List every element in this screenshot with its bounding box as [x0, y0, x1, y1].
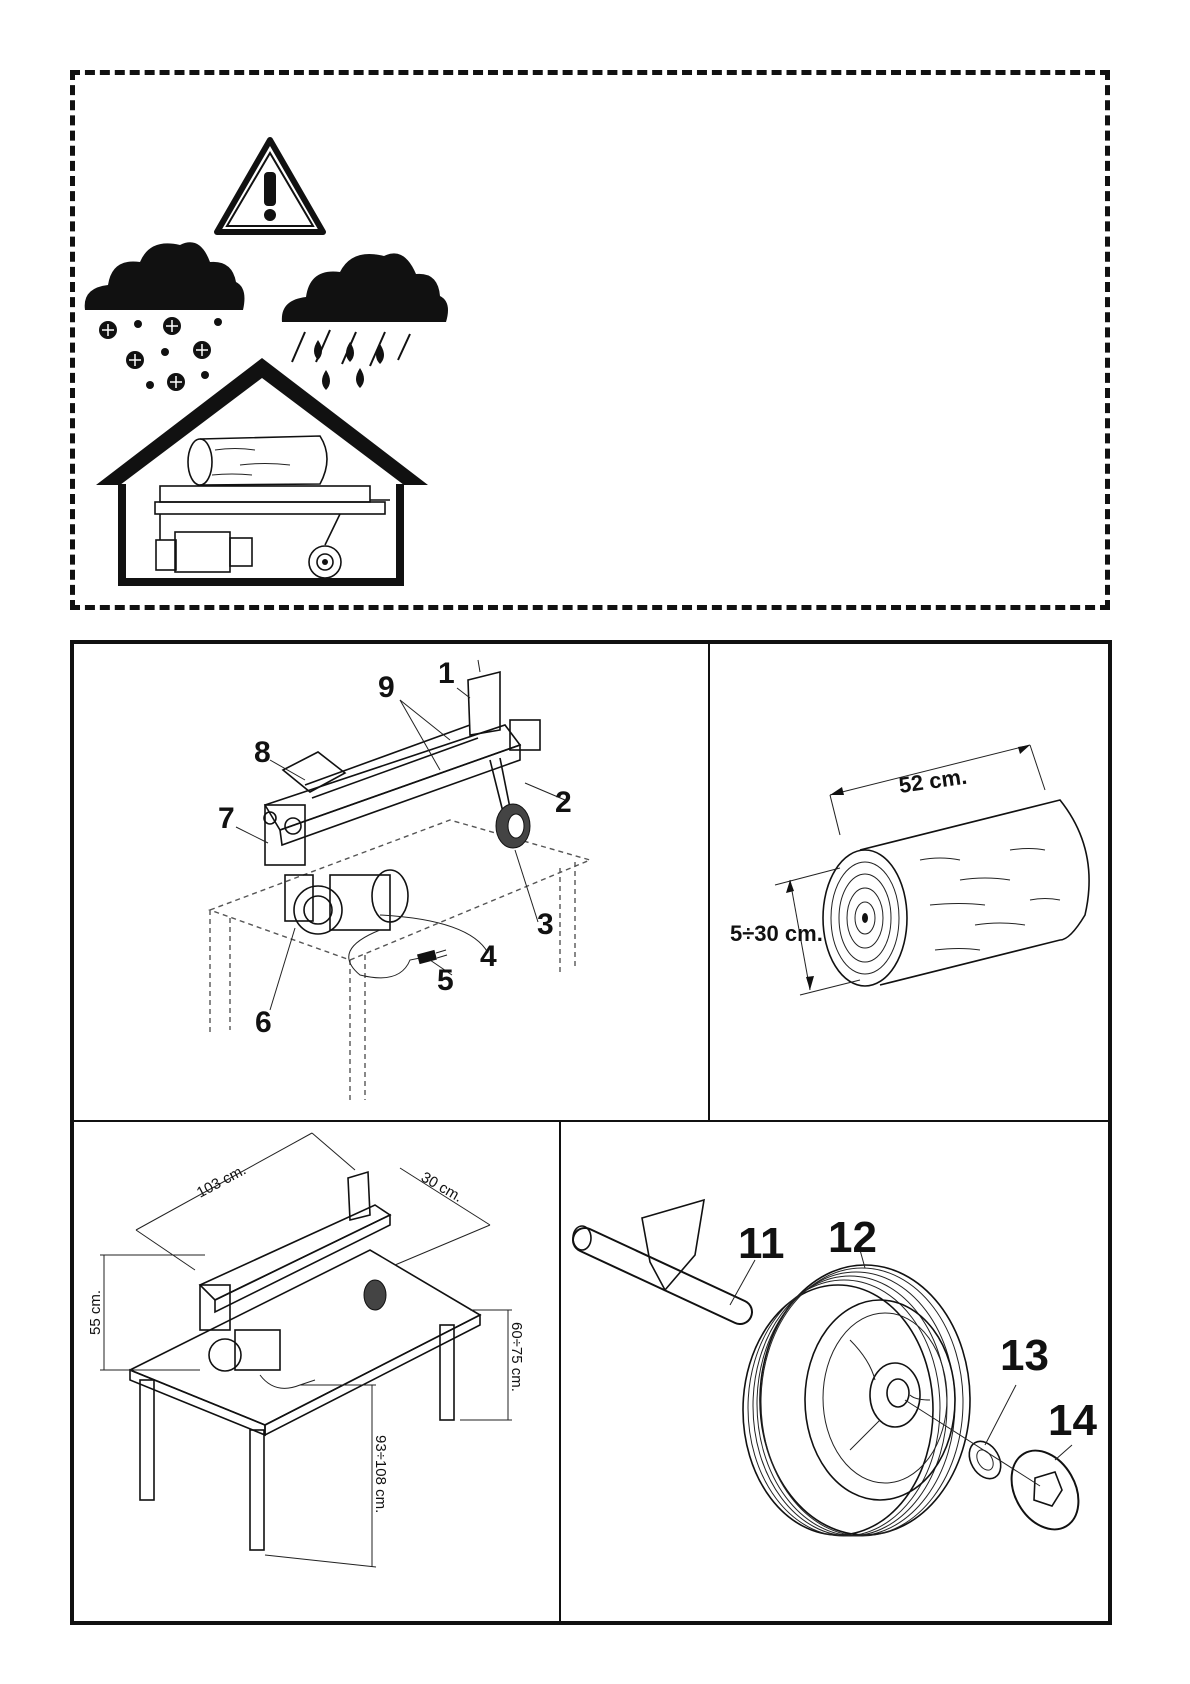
figure-parts-diagram: 1 2 3 4 5 6 7 8 9: [210, 657, 590, 1100]
log-diameter-label: 5÷30 cm.: [730, 921, 823, 946]
callout-11: 11: [738, 1219, 785, 1268]
figure-wheel-assembly: 11 12 13 14: [573, 1200, 1097, 1541]
callout-14: 14: [1048, 1396, 1097, 1445]
callout-4: 4: [480, 940, 497, 973]
callout-12: 12: [828, 1213, 877, 1262]
callout-2: 2: [555, 786, 572, 819]
working-height-label: 93÷108 cm.: [372, 1435, 389, 1513]
figure-log-dimensions: 52 cm. 5÷30 cm.: [730, 745, 1089, 995]
callout-8: 8: [254, 736, 271, 769]
table-width-label: 30 cm.: [418, 1169, 465, 1206]
table-height-label: 60÷75 cm.: [508, 1322, 525, 1392]
callout-9: 9: [378, 671, 395, 704]
log-length-label: 52 cm.: [897, 764, 968, 798]
callout-1: 1: [438, 657, 455, 690]
callout-5: 5: [437, 964, 454, 997]
callout-7: 7: [218, 802, 235, 835]
callout-6: 6: [255, 1006, 272, 1039]
figure-table-dimensions: 103 cm. 30 cm. 55 cm. 60÷75 cm. 93÷108 c…: [87, 1133, 525, 1567]
callout-3: 3: [537, 908, 554, 941]
machine-height-label: 55 cm.: [87, 1290, 104, 1335]
table-length-label: 103 cm.: [194, 1161, 249, 1201]
callout-13: 13: [1000, 1331, 1049, 1380]
